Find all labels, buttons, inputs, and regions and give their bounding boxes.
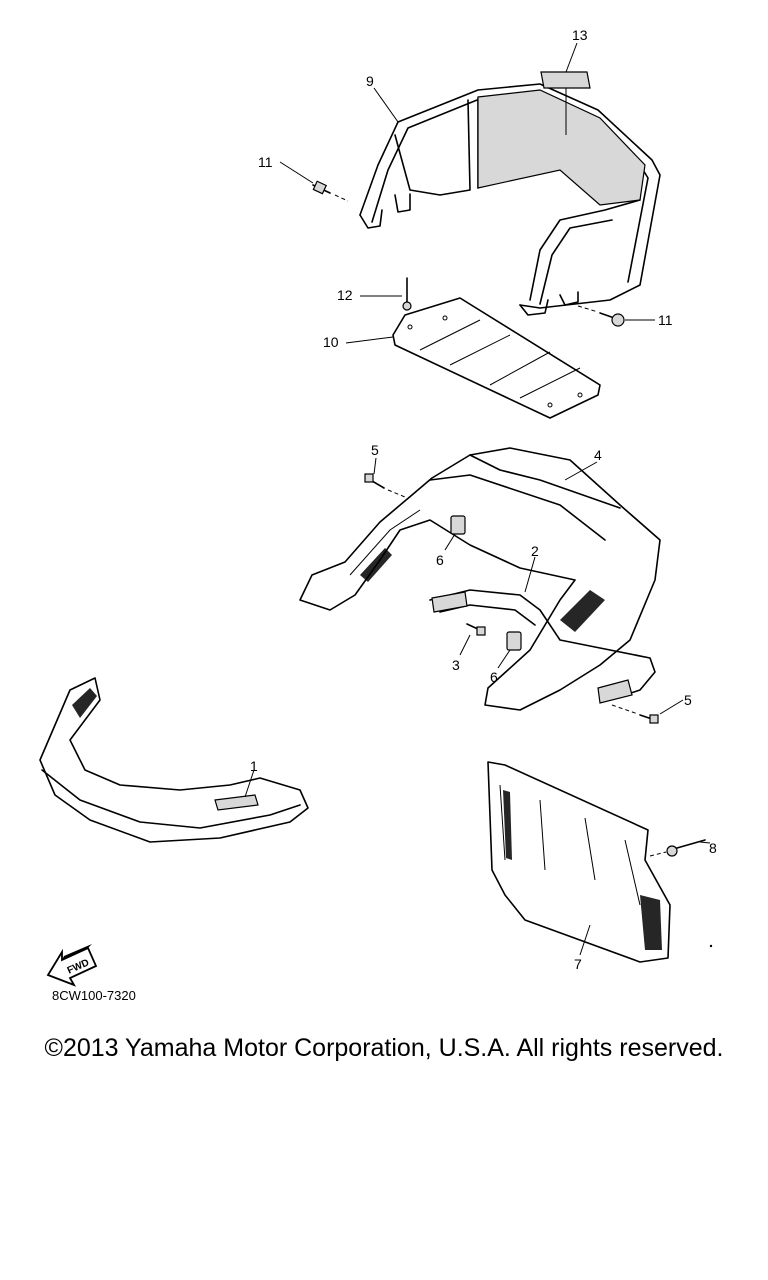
callout-3: 3 bbox=[452, 657, 460, 673]
callout-5-lower: 5 bbox=[684, 692, 692, 708]
callout-1: 1 bbox=[250, 758, 258, 774]
part-5-screw-lower bbox=[611, 704, 659, 724]
callout-8: 8 bbox=[709, 840, 717, 856]
callout-4: 4 bbox=[594, 447, 602, 463]
part-6-clip-lower bbox=[506, 631, 522, 651]
parts-diagram: FWD 13 9 11 11 12 10 5 4 2 6 3 6 5 1 bbox=[39, 27, 717, 987]
part-12-rivet bbox=[402, 277, 412, 311]
part-13-decal bbox=[540, 71, 591, 89]
fwd-arrow-icon: FWD bbox=[46, 944, 98, 987]
part-5-screw-upper bbox=[364, 473, 406, 498]
diagram-code: 8CW100-7320 bbox=[52, 988, 136, 1003]
callout-12: 12 bbox=[337, 287, 353, 303]
part-4-fender bbox=[299, 447, 661, 711]
callout-labels: 13 9 11 11 12 10 5 4 2 6 3 6 5 1 8 7 bbox=[250, 27, 717, 972]
callout-5-upper: 5 bbox=[371, 442, 379, 458]
callout-2: 2 bbox=[531, 543, 539, 559]
part-11-bolt-left bbox=[312, 180, 349, 202]
part-10-plate bbox=[392, 297, 601, 419]
leader-lines bbox=[244, 42, 711, 956]
callout-11-left: 11 bbox=[258, 154, 273, 170]
callout-6-upper: 6 bbox=[436, 552, 444, 568]
callout-13: 13 bbox=[572, 27, 588, 43]
callout-9: 9 bbox=[366, 73, 374, 89]
copyright-notice: ©2013 Yamaha Motor Corporation, U.S.A. A… bbox=[44, 1034, 724, 1062]
part-7-mudflap bbox=[487, 761, 671, 963]
callout-10: 10 bbox=[323, 334, 339, 350]
part-2-bracket bbox=[429, 589, 656, 704]
callout-7: 7 bbox=[574, 956, 582, 972]
part-6-clip-upper bbox=[450, 515, 466, 535]
part-11-bolt-right bbox=[577, 305, 625, 327]
part-8-rivet bbox=[649, 839, 706, 857]
part-3-screw bbox=[466, 623, 486, 636]
part-1-bumper bbox=[39, 677, 309, 843]
callout-11-right: 11 bbox=[658, 312, 673, 328]
part-9-rack bbox=[359, 83, 661, 316]
callout-6-lower: 6 bbox=[490, 669, 498, 685]
